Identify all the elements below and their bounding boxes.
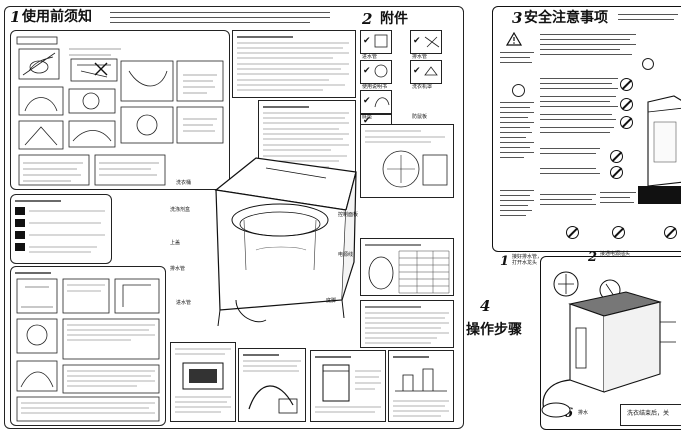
precautions-panel: [10, 194, 112, 264]
check-icon: ✔: [363, 36, 371, 46]
prohibited-icon: [610, 166, 623, 179]
part-label: 电源线: [338, 252, 354, 258]
accessory-label: 使用说明书: [362, 84, 388, 90]
part-label: 上盖: [170, 240, 181, 246]
section2-number: 2: [362, 10, 373, 28]
part-label: 排水管: [170, 266, 186, 272]
specification-table: [360, 238, 454, 296]
notes-text-lines: [237, 36, 349, 91]
prohibited-icon: [612, 226, 625, 239]
prohibited-icon: [620, 78, 633, 91]
section4-number: 4: [480, 297, 491, 315]
installation-illustrations: [16, 36, 224, 186]
part-label: 进水管: [176, 300, 192, 306]
part-label: 洗涤剂盒: [170, 207, 191, 213]
prohibited-icon: [620, 98, 633, 111]
storage-detail: [310, 350, 386, 422]
hose-detail: [238, 348, 306, 422]
step-2-number: 2: [588, 250, 598, 265]
safety-warning-triangle-icon: [506, 32, 522, 46]
accessory-tile: ✔: [410, 60, 442, 84]
section3-number: 3: [512, 9, 523, 27]
installation-steps-drawings: [15, 272, 160, 422]
accessory-tile: ✔: [360, 30, 392, 54]
step-instruction-bar: 洗衣结束后，关: [620, 404, 681, 426]
accessory-tile: ✔: [360, 60, 392, 84]
accessory-tile: ✔: [410, 30, 442, 54]
part-label: 控制面板: [338, 212, 359, 218]
part-label: 底脚: [326, 298, 337, 304]
section1-number: 1: [10, 8, 21, 26]
prohibited-icon: [664, 226, 677, 239]
usage-notes-lines: [263, 106, 349, 168]
hose-drawing: [243, 354, 301, 414]
step-1-number: 1: [500, 254, 510, 269]
storage-drawing: [315, 356, 381, 413]
accessory-label: 排水管: [412, 54, 428, 60]
electrical-notes-lines: [365, 306, 449, 344]
accessory-tile: ✔: [360, 90, 392, 114]
electrical-notes: [360, 300, 454, 348]
accessory-label: 底座: [362, 114, 373, 120]
step-instruction-text: 洗衣结束后，关: [627, 410, 670, 417]
prohibited-icon: [610, 150, 623, 163]
check-icon: ✔: [363, 66, 371, 76]
accessory-label: 洗衣机罩: [412, 84, 433, 90]
step-1-label: 接好排水管，打开水龙头: [512, 254, 543, 266]
prohibited-icon: [566, 226, 579, 239]
washing-machine-diagram: [214, 157, 357, 327]
water-level-drawing: [393, 356, 449, 417]
control-panel-drawing: [175, 348, 231, 413]
part-label: 洗衣桶: [176, 180, 192, 186]
operation-steps-illustration: [541, 271, 676, 418]
step-2-label: 接通电源插头: [600, 251, 631, 257]
installation-steps-panel: [10, 266, 166, 426]
safety-machine-illustration: [647, 95, 681, 187]
accessory-label: 进水管: [362, 54, 378, 60]
notes-panel: [232, 30, 356, 98]
accessory-label: 防鼠板: [412, 114, 428, 120]
section2-title: 附件: [380, 11, 408, 27]
accessory-detail-drawing: [365, 130, 448, 188]
water-level-detail: [388, 350, 454, 422]
check-icon: ✔: [413, 36, 421, 46]
prohibited-icon: [620, 116, 633, 129]
section3-title: 安全注意事项: [524, 10, 608, 26]
precautions-content: [15, 200, 105, 253]
installation-panel: [10, 30, 230, 190]
check-icon: ✔: [413, 66, 421, 76]
control-panel-detail: [170, 342, 236, 422]
step-6-label: 排水: [578, 410, 589, 416]
section4-title: 操作步骤: [466, 322, 522, 338]
highlighted-warning-text: [638, 186, 681, 204]
specification-table-grid: [365, 244, 450, 294]
info-circle-icon: [512, 84, 525, 97]
check-icon: ✔: [363, 116, 371, 126]
accessory-detail-panel: [360, 124, 454, 198]
accessories-panel: ✔ ✔ ✔ ✔ ✔ ✔: [360, 30, 456, 130]
check-icon: ✔: [363, 96, 371, 106]
warning-circle-icon: [642, 58, 654, 70]
section1-title: 使用前须知: [22, 9, 92, 25]
